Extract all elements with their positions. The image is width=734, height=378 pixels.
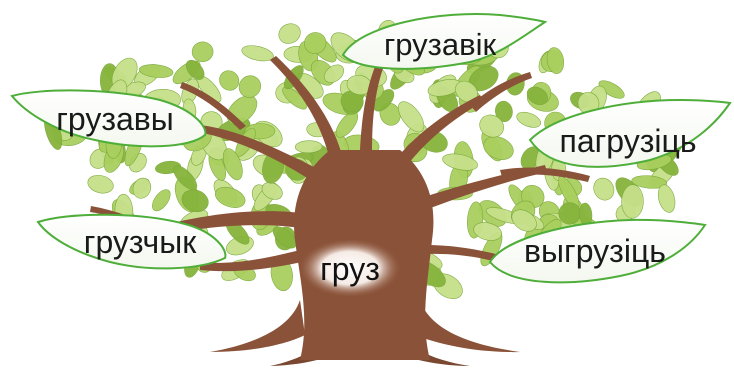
foliage-leaf — [483, 136, 514, 160]
foliage-leaf — [657, 184, 676, 213]
foliage-leaf — [272, 226, 297, 249]
leaf-word-vygruzic: выгрузіць — [524, 233, 666, 269]
leaf-word-gruzavy: грузавы — [56, 101, 174, 137]
root-word: груз — [320, 251, 380, 287]
foliage-leaf — [282, 86, 308, 110]
foliage-leaf — [241, 45, 274, 62]
foliage-leaf — [278, 23, 301, 44]
foliage-leaf — [261, 182, 283, 200]
foliage-leaf — [138, 64, 174, 78]
foliage-leaf — [511, 209, 537, 232]
foliage-leaf — [181, 189, 209, 213]
foliage-leaf — [152, 189, 171, 212]
foliage-leaf — [323, 64, 345, 83]
foliage-leaf — [598, 80, 625, 99]
leaf-vygruzic: выгрузіць — [488, 218, 707, 284]
tree-trunk — [90, 55, 590, 366]
foliage-leaf — [214, 186, 246, 208]
leaf-word-gruzavik: грузавік — [384, 27, 497, 62]
foliage-leaf — [397, 101, 425, 133]
foliage-leaf — [87, 174, 114, 194]
foliage-leaf — [304, 32, 327, 55]
foliage-leaf — [219, 70, 240, 91]
foliage-leaf — [495, 100, 513, 122]
leaf-gruzavy: грузавы — [10, 89, 207, 148]
leaf-gruzchyk: грузчык — [36, 213, 227, 270]
foliage-leaf — [526, 86, 548, 105]
foliage-leaf — [132, 177, 152, 199]
foliage-leaf — [516, 111, 541, 128]
foliage-leaf — [473, 222, 503, 241]
foliage-leaf — [191, 41, 214, 63]
foliage-leaf — [593, 177, 615, 201]
leaf-pagruzic: пагрузіць — [528, 98, 732, 168]
leaf-word-gruzchyk: грузчык — [84, 224, 197, 260]
foliage-leaf — [294, 140, 323, 154]
foliage-leaf — [546, 47, 565, 75]
leaf-gruzavik: грузавік — [341, 13, 548, 70]
foliage-leaf — [222, 148, 243, 181]
foliage-leaf — [621, 184, 644, 219]
foliage-leaf — [173, 165, 198, 191]
foliage-leaf — [479, 114, 505, 138]
foliage-leaf — [631, 175, 668, 189]
foliage-leaf — [238, 75, 261, 98]
foliage-leaf — [185, 59, 205, 80]
leaf-word-pagruzic: пагрузіць — [559, 123, 696, 159]
foliage-leaf — [442, 153, 478, 171]
root-word-glow — [298, 238, 402, 298]
